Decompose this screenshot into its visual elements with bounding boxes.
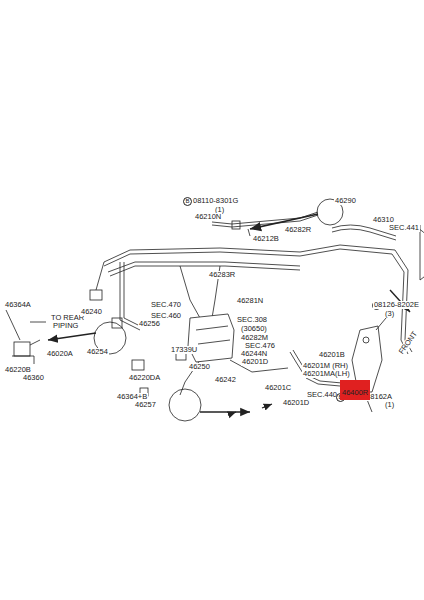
quantity: (1): [384, 401, 395, 409]
section-ref: SEC.440: [306, 391, 338, 399]
callout-number: 46210N: [194, 213, 222, 221]
pipe: [120, 262, 140, 330]
direction-label: FRONT: [397, 329, 420, 356]
clip-46364A: [14, 342, 30, 356]
callout-number: 46201MA(LH): [302, 370, 351, 378]
leader-line: [248, 229, 250, 236]
section-ref: SEC.470: [150, 301, 182, 309]
callout-number: 46310: [372, 216, 395, 224]
pipe: [108, 262, 300, 272]
bolt-hole: [363, 337, 369, 343]
section-ref: SEC.460: [150, 312, 182, 320]
pipe: [110, 266, 300, 276]
callout-number: 46201D: [282, 399, 310, 407]
detail-pipe-46210N: [212, 212, 318, 236]
section-ref: SEC.308: [236, 316, 268, 324]
callout-number: 46281N: [236, 297, 264, 305]
detail-arrows: [48, 199, 410, 421]
callout-number: 46201C: [264, 384, 292, 392]
callout-number: 46212B: [252, 235, 280, 243]
bolt-code: 08110-8301G: [192, 197, 239, 205]
callout-number: 17339U: [170, 346, 198, 354]
callout-number: 46201B: [318, 351, 346, 359]
callout-number: 46201M (RH): [302, 362, 349, 370]
callout-number: 46244N: [240, 350, 268, 358]
pipe: [180, 266, 200, 318]
bolt-code: B: [183, 197, 192, 206]
callout-number: 46020A: [46, 350, 74, 358]
callout-number: 46364+B: [116, 393, 148, 401]
main-brake-pipes: [96, 245, 412, 395]
vacuum-hose: [332, 229, 396, 240]
callout-number: 46283R: [208, 271, 236, 279]
actuator-detail: [196, 326, 230, 344]
connector: [90, 290, 102, 300]
highlighted-part: 46400R: [340, 380, 370, 400]
section-ref: SEC.476: [244, 342, 276, 350]
detail-arrow: [228, 412, 236, 415]
clip: [232, 221, 240, 229]
callout-number: 46201D: [241, 358, 269, 366]
callout-number: 46257: [134, 401, 157, 409]
bolt-code: 08126-8202E: [373, 301, 420, 309]
callout-number: 46220DA: [128, 374, 161, 382]
clip: [112, 318, 122, 328]
callout-number: 46360: [22, 374, 45, 382]
callout-number: 46282M: [240, 334, 269, 342]
callout-number: 46364A: [4, 301, 32, 309]
clip-46220DA: [132, 360, 144, 370]
callout-number: 46220B: [4, 366, 32, 374]
leader-line: [6, 310, 46, 340]
pipe: [124, 262, 142, 327]
clip-detail: [12, 340, 40, 364]
section-ref: SEC.441: [388, 224, 420, 232]
pipe: [96, 262, 104, 290]
detail-arrow: [200, 411, 250, 412]
callout-number: 46282R: [284, 226, 312, 234]
abs-actuator: [176, 314, 234, 362]
quantity: (3): [384, 310, 395, 318]
note: PIPING: [52, 322, 79, 330]
callout-number: 46290: [334, 197, 357, 205]
callout-number: 46242: [214, 376, 237, 384]
detail-arrow: [262, 404, 272, 408]
callout-number: 46250: [188, 363, 211, 371]
callout-number: 46254: [86, 348, 109, 356]
callout-number: 46400R: [342, 388, 368, 397]
detail-circle: [169, 389, 201, 421]
detail-arrow: [48, 333, 96, 340]
callout-number: 46256: [138, 320, 161, 328]
callout-number: 46240: [80, 308, 103, 316]
actuator-body: [188, 314, 234, 362]
section-ref: (30650): [240, 325, 268, 333]
